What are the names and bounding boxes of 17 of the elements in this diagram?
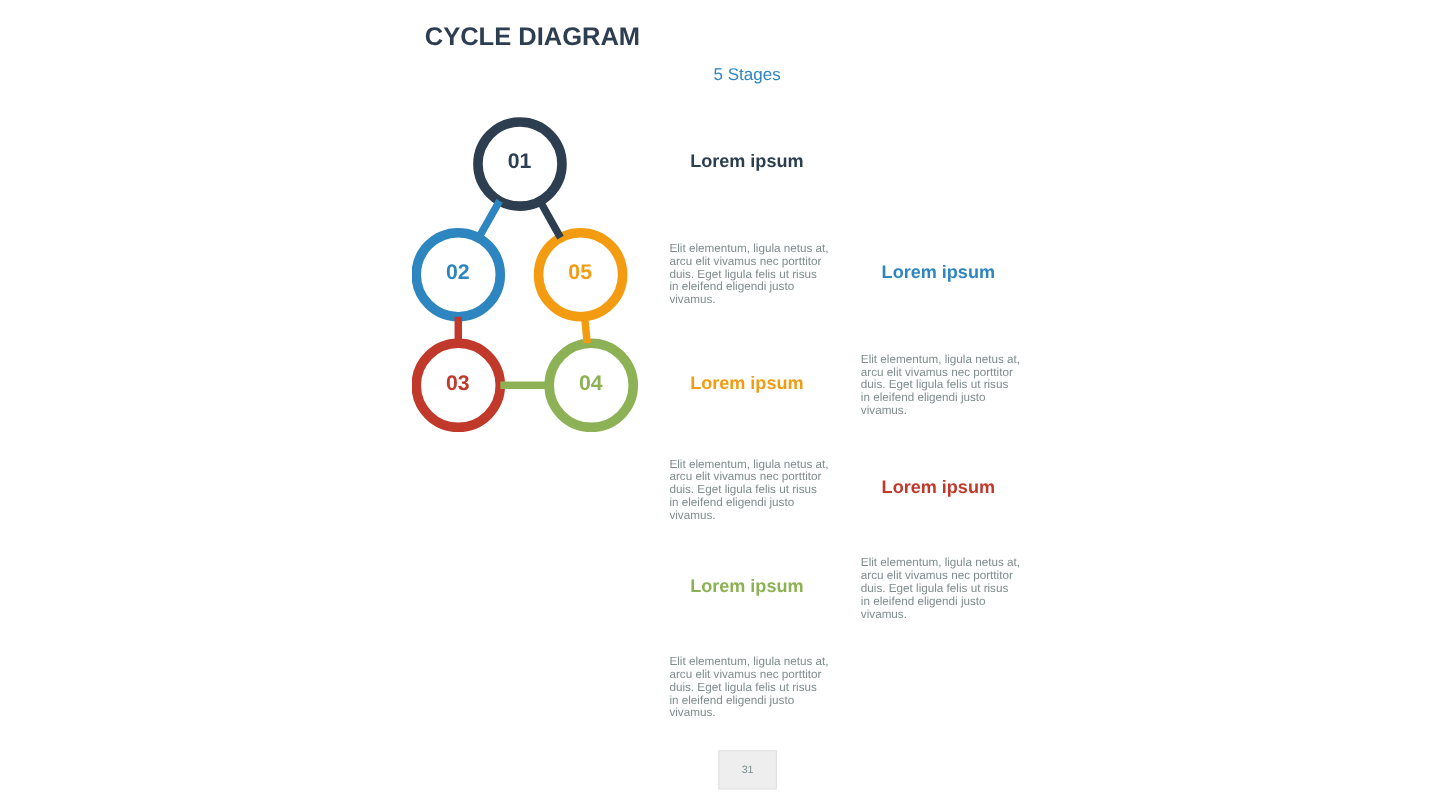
node-circle: 05 [532, 227, 627, 322]
connector [535, 199, 563, 240]
label: Lorem ipsum [880, 477, 995, 498]
node-circle: 01 [472, 117, 566, 211]
node-circle: 02 [411, 227, 505, 322]
label: Lorem ipsum [880, 262, 995, 282]
connector [453, 316, 461, 344]
diagram-title: CYCLE DIAGRAM [423, 20, 640, 51]
connector [474, 199, 502, 240]
label: Lorem ipsum [689, 576, 803, 597]
label: Lorem ipsum [689, 151, 803, 172]
connector [579, 316, 590, 344]
node-circle: 04 [543, 338, 638, 433]
label: Lorem ipsum [689, 372, 803, 393]
label: 5 Stages [712, 64, 780, 85]
node-circle: 03 [411, 338, 505, 433]
connector [499, 381, 548, 390]
